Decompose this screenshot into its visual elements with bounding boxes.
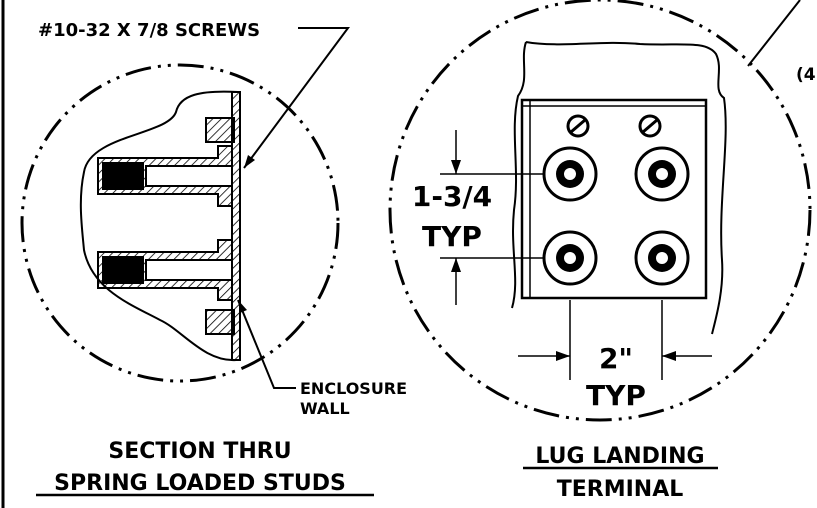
lug-detail: (4 — [388, 0, 816, 502]
dimension-vertical — [440, 130, 544, 305]
callout-screws: #10-32 X 7/8 SCREWS — [38, 20, 260, 41]
dim-vertical-value: 1-3/4 — [412, 180, 492, 213]
section-caption-line1: SECTION THRU — [108, 439, 291, 464]
leader-screws-arrow — [244, 155, 255, 168]
lug-detail-circle — [388, 0, 812, 422]
dimension-horizontal — [518, 300, 712, 380]
dim-horizontal-suffix: TYP — [586, 379, 646, 412]
edge-fragment: (4 — [796, 65, 816, 85]
screw-head-top — [205, 117, 235, 143]
dim-horizontal-value: 2" — [599, 342, 633, 375]
section-detail-circle — [20, 63, 340, 383]
callout-enclosure-line2: WALL — [300, 399, 350, 418]
stud-bottom — [145, 259, 233, 281]
enclosure-wall — [231, 91, 241, 361]
lug-caption-line2: TERMINAL — [557, 477, 684, 502]
spring-bottom — [102, 256, 144, 284]
leader-screws — [243, 27, 350, 169]
leader-enclosure — [237, 299, 296, 389]
lug-stud-top-right — [634, 146, 690, 202]
lug-breakout-outline — [511, 41, 727, 335]
spring-top — [102, 162, 144, 190]
terminal-screw-right — [638, 114, 662, 138]
screw-head-bottom — [205, 309, 235, 335]
dim-vertical-suffix: TYP — [422, 220, 482, 253]
lug-stud-top-left — [542, 146, 598, 202]
section-caption-line2: SPRING LOADED STUDS — [54, 471, 346, 496]
section-detail: #10-32 X 7/8 SCREWS ENCLOSURE WALL SECTI… — [20, 20, 407, 497]
section-breakout-outline — [79, 90, 239, 362]
callout-enclosure-line1: ENCLOSURE — [300, 379, 407, 398]
lug-caption-line1: LUG LANDING — [535, 444, 704, 469]
leader-enclosure-arrow — [238, 300, 247, 313]
lug-stud-bottom-right — [634, 230, 690, 286]
lug-stud-bottom-left — [542, 230, 598, 286]
terminal-screw-left — [566, 114, 590, 138]
stud-top — [145, 165, 233, 187]
lug-leader-line — [747, 0, 801, 67]
